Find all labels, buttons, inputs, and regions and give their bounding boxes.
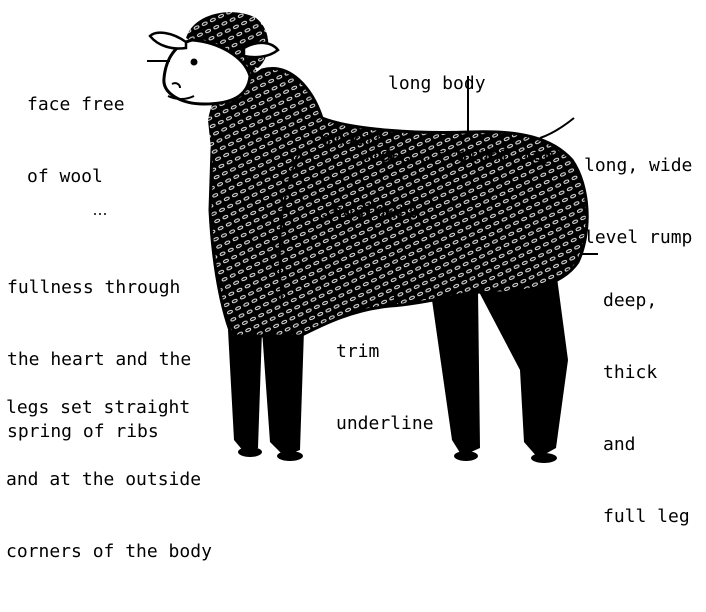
label-smooth-shoulders: smooth shoulders xyxy=(321,80,419,272)
hind-leg-left xyxy=(432,290,480,456)
label-legs-set-straight: legs set straight and at the outside cor… xyxy=(6,348,212,612)
label-full-leg: deep, thick and full leg xyxy=(603,241,690,577)
hoof xyxy=(454,451,478,461)
ear xyxy=(244,43,278,57)
ear xyxy=(150,33,186,49)
sheep-diagram: face free of wool long body wide, straig… xyxy=(0,0,706,471)
front-leg-left xyxy=(228,330,262,452)
hoof xyxy=(277,451,303,461)
hoof xyxy=(531,453,557,463)
front-leg-right xyxy=(262,330,304,456)
label-face-free-of-wool: face free of wool xyxy=(27,45,125,237)
eye xyxy=(191,59,198,66)
hind-leg-right xyxy=(478,270,568,458)
label-trim-underline: trim underline xyxy=(336,292,434,484)
hoof xyxy=(238,447,262,457)
